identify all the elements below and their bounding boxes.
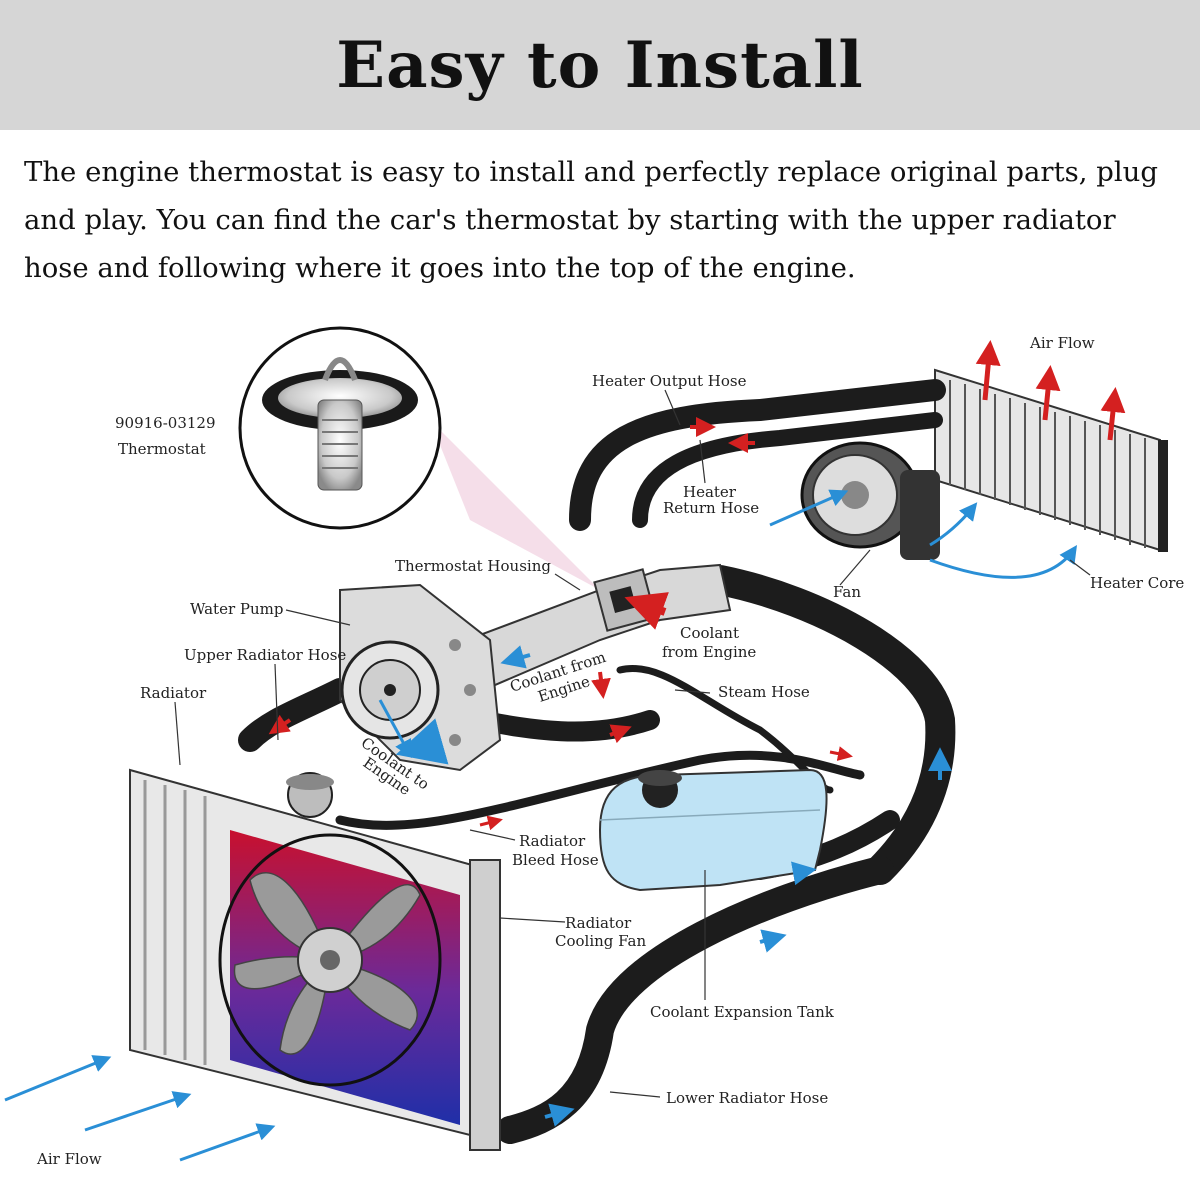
label-coolant-from-engine-line1: Coolant	[680, 624, 739, 642]
label-heater-return-line2: Return Hose	[663, 499, 759, 517]
label-thermostat-housing: Thermostat Housing	[395, 557, 551, 575]
label-coolant-from-engine-line2: from Engine	[662, 643, 756, 661]
water-pump	[339, 583, 502, 772]
heater-core	[934, 368, 1168, 552]
radiator-fan	[218, 833, 442, 1087]
title-banner: Easy to Install	[0, 0, 1200, 130]
label-expansion-tank: Coolant Expansion Tank	[650, 1003, 835, 1021]
thermostat-photo	[238, 326, 442, 530]
label-lower-radiator-hose: Lower Radiator Hose	[666, 1089, 828, 1107]
label-thermostat: Thermostat	[118, 440, 206, 458]
label-heater-core: Heater Core	[1090, 574, 1184, 592]
label-radiator-bleed-line2: Bleed Hose	[512, 851, 599, 869]
label-air-flow-top: Air Flow	[1029, 334, 1095, 352]
label-heater-return-line1: Heater	[683, 483, 737, 501]
label-heater-output-hose: Heater Output Hose	[592, 372, 747, 390]
page-title: Easy to Install	[336, 27, 864, 103]
label-radiator-bleed-line1: Radiator	[519, 832, 586, 850]
expansion-tank	[598, 768, 828, 892]
label-water-pump: Water Pump	[190, 600, 283, 618]
leader-lines	[174, 389, 1091, 1098]
cool-flow-arrows	[4, 340, 1126, 1162]
label-air-flow-bottom: Air Flow	[36, 1150, 102, 1168]
blower-fan	[800, 441, 940, 560]
label-fan: Fan	[833, 583, 861, 601]
label-steam-hose: Steam Hose	[718, 683, 810, 701]
label-radiator: Radiator	[140, 684, 207, 702]
label-radiator-fan-line1: Radiator	[565, 914, 632, 932]
label-upper-radiator-hose: Upper Radiator Hose	[184, 646, 346, 664]
hot-flow-arrows	[268, 417, 853, 831]
label-part-number: 90916-03129	[115, 414, 216, 432]
thermostat-callout-cone	[430, 420, 600, 590]
label-radiator-fan-line2: Cooling Fan	[555, 932, 646, 950]
cooling-system-diagram: 90916-03129 Thermostat Heater Output Hos…	[4, 326, 1184, 1168]
intro-paragraph: The engine thermostat is easy to install…	[24, 156, 1158, 284]
